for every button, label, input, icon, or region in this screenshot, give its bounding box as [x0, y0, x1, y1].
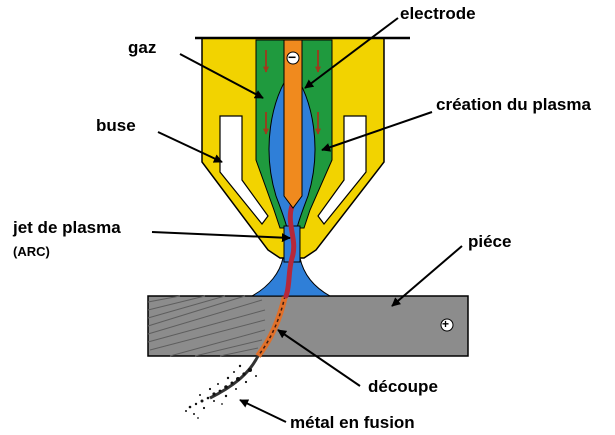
label-metal-fusion: métal en fusion — [290, 413, 415, 432]
label-piece: piéce — [468, 232, 512, 251]
label-gaz: gaz — [128, 38, 157, 57]
electrode-polarity-symbol: − — [288, 49, 297, 65]
label-arrows — [151, 17, 463, 423]
label-decoupe: découpe — [368, 377, 438, 396]
piece-polarity-symbol: + — [442, 317, 450, 331]
label-creation-plasma: création du plasma — [436, 95, 591, 114]
electrode — [283, 39, 303, 209]
molten-metal-spray — [185, 355, 260, 419]
plasma-arc — [283, 203, 297, 299]
label-electrode: electrode — [400, 4, 476, 23]
piece-polarity-marker — [440, 318, 454, 332]
workpiece — [147, 295, 469, 358]
label-buse: buse — [96, 116, 136, 135]
gas-flow-arrows — [263, 50, 321, 135]
label-jet-plasma: jet de plasma — [13, 218, 121, 237]
label-arc: (ARC) — [13, 244, 50, 259]
